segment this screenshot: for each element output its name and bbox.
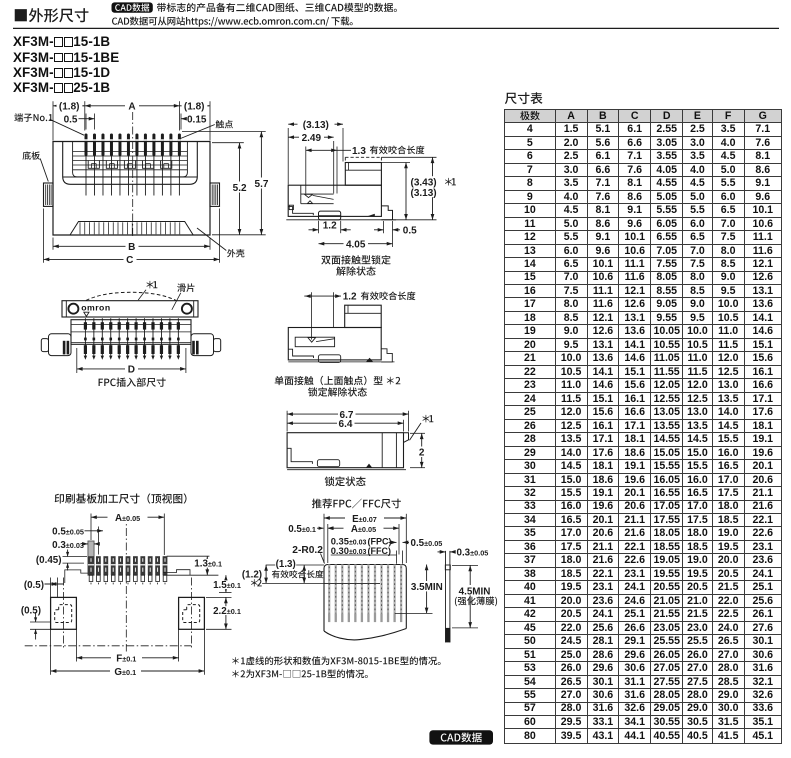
svg-text:A±0.05: A±0.05: [115, 513, 140, 524]
svg-text:2.49: 2.49: [302, 133, 322, 144]
svg-text:(0.5): (0.5): [24, 580, 44, 591]
svg-text:E±0.07: E±0.07: [352, 514, 377, 525]
svg-text:(1.2): (1.2): [242, 569, 262, 580]
svg-text:5.2: 5.2: [233, 183, 247, 194]
svg-text:0.15: 0.15: [187, 115, 207, 126]
svg-text:G±0.1: G±0.1: [114, 667, 136, 678]
svg-text:2.2±0.1: 2.2±0.1: [213, 606, 241, 617]
svg-text:(1.3): (1.3): [276, 559, 296, 570]
svg-text:2-R0.2: 2-R0.2: [292, 545, 323, 556]
svg-text:0.3±0.03: 0.3±0.03: [52, 540, 84, 551]
svg-text:(1.8): (1.8): [59, 101, 80, 112]
svg-text:A: A: [128, 101, 135, 112]
svg-text:0.30±0.03: 0.30±0.03: [331, 545, 367, 556]
svg-text:0.35±0.03: 0.35±0.03: [331, 536, 367, 547]
svg-text:(FFC): (FFC): [368, 546, 392, 556]
svg-text:B: B: [128, 242, 135, 253]
svg-text:(1.8): (1.8): [184, 101, 205, 112]
svg-text:0.3±0.05: 0.3±0.05: [457, 547, 489, 558]
svg-text:2: 2: [419, 448, 425, 459]
svg-text:6.7: 6.7: [340, 410, 354, 421]
svg-text:C: C: [126, 255, 133, 266]
svg-text:5.7: 5.7: [255, 179, 269, 190]
svg-text:omron: omron: [81, 303, 110, 313]
svg-text:0.5±0.05: 0.5±0.05: [52, 526, 84, 537]
svg-text:1.3: 1.3: [352, 146, 366, 157]
svg-text:0.5±0.05: 0.5±0.05: [411, 538, 443, 549]
svg-text:4.5MIN: 4.5MIN: [459, 586, 491, 597]
svg-text:(3.13): (3.13): [303, 120, 329, 131]
svg-text:1.3±0.1: 1.3±0.1: [194, 559, 222, 570]
svg-text:1.2: 1.2: [343, 292, 357, 303]
svg-text:(3.13): (3.13): [411, 188, 437, 199]
svg-text:6.4: 6.4: [339, 419, 353, 430]
svg-text:A±0.05: A±0.05: [351, 524, 376, 535]
svg-text:0.5: 0.5: [403, 225, 417, 236]
svg-text:1.2: 1.2: [323, 220, 337, 231]
svg-text:1.5±0.1: 1.5±0.1: [213, 580, 241, 591]
svg-text:F±0.1: F±0.1: [116, 654, 136, 665]
svg-text:(0.45): (0.45): [36, 555, 62, 566]
svg-text:0.5: 0.5: [64, 115, 78, 126]
svg-text:(3.43): (3.43): [411, 178, 437, 189]
svg-text:(FPC): (FPC): [368, 537, 392, 547]
svg-text:0.5±0.1: 0.5±0.1: [288, 524, 316, 535]
svg-text:4.05: 4.05: [346, 239, 366, 250]
svg-text:3.5MIN: 3.5MIN: [411, 582, 443, 593]
svg-text:(0.5): (0.5): [21, 606, 41, 617]
svg-text:D: D: [128, 364, 135, 375]
